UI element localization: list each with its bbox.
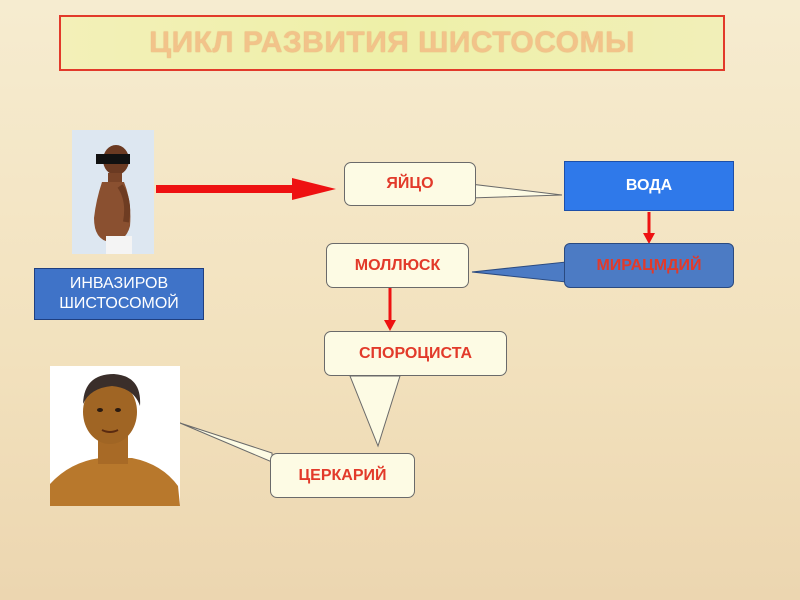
child-figure-icon	[72, 130, 154, 254]
infected-child-photo	[72, 130, 154, 254]
title-banner: ЦИКЛ РАЗВИТИЯ ШИСТОСОМЫ	[59, 15, 725, 71]
host-label-line2: ШИСТОСОМОЙ	[59, 295, 179, 312]
cercaria-node: ЦЕРКАРИЙ	[270, 453, 415, 498]
sporocyst-callout-tail	[349, 375, 401, 448]
cercaria-callout-tail	[179, 422, 273, 463]
egg-node: ЯЙЦО	[344, 162, 476, 206]
host-label-line1: ИНВАЗИРОВ	[69, 275, 169, 292]
sporocyst-label: СПОРОЦИСТА	[358, 344, 473, 362]
host-to-egg-arrow	[156, 178, 336, 200]
water-node: ВОДА	[564, 161, 734, 211]
egg-callout-tail	[469, 183, 563, 199]
water-label: ВОДА	[625, 177, 673, 194]
egg-label: ЯЙЦО	[386, 175, 434, 192]
water-to-miracidium-arrow	[643, 212, 655, 244]
host-label-box: ИНВАЗИРОВ ШИСТОСОМОЙ	[34, 268, 204, 320]
cercaria-label: ЦЕРКАРИЙ	[298, 466, 387, 484]
man-portrait-icon	[50, 366, 180, 506]
man-portrait	[50, 366, 180, 506]
mollusk-label: МОЛЛЮСК	[354, 256, 441, 274]
page-title: ЦИКЛ РАЗВИТИЯ ШИСТОСОМЫ	[149, 26, 635, 59]
miracidium-node: МИРАЦМДИЙ	[564, 243, 734, 288]
mollusk-to-sporocyst-arrow	[384, 288, 396, 331]
miracidium-callout-tail	[471, 261, 567, 283]
miracidium-label: МИРАЦМДИЙ	[596, 256, 702, 274]
sporocyst-node: СПОРОЦИСТА	[324, 331, 507, 376]
mollusk-node: МОЛЛЮСК	[326, 243, 469, 288]
